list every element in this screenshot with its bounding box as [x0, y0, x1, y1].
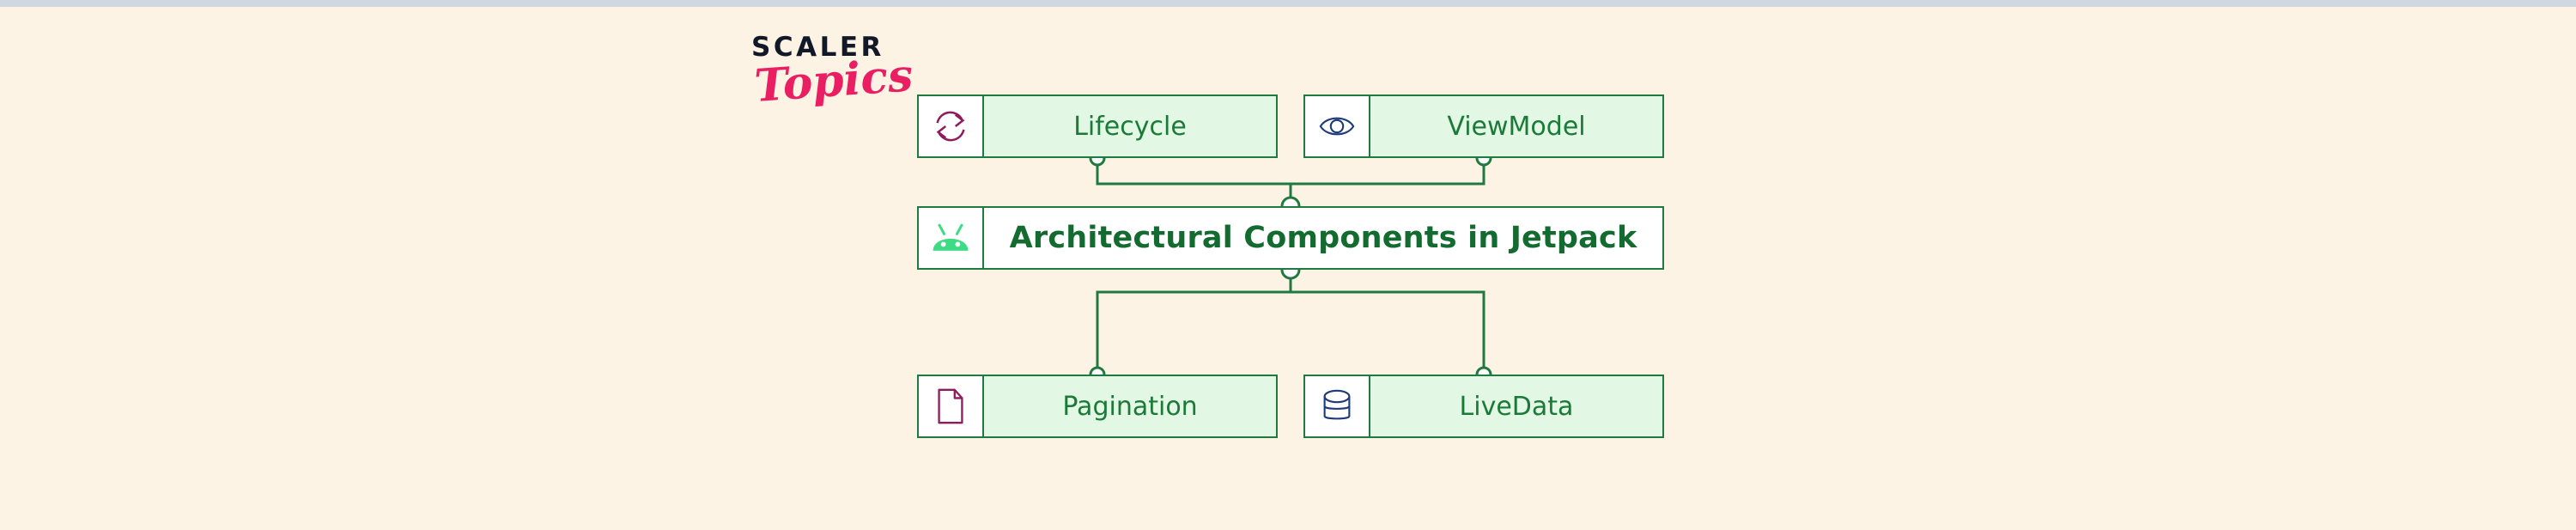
eye-icon [1305, 96, 1370, 156]
logo-wordmark-scaler: SCALER [751, 32, 884, 63]
top-edge-strip [0, 0, 2576, 7]
node-architectural-components[interactable]: Architectural Components in Jetpack [917, 206, 1664, 270]
node-label-architectural-components: Architectural Components in Jetpack [984, 208, 1662, 268]
refresh-cycle-icon [919, 96, 984, 156]
node-viewmodel[interactable]: ViewModel [1303, 94, 1664, 158]
node-label-livedata: LiveData [1370, 376, 1662, 436]
node-label-viewmodel: ViewModel [1370, 96, 1662, 156]
document-page-icon [919, 376, 984, 436]
android-robot-icon [919, 208, 984, 268]
jetpack-components-diagram: Lifecycle ViewModel [917, 94, 1664, 438]
scaler-topics-logo: SCALER Topics [751, 34, 949, 129]
database-cylinder-icon [1305, 376, 1370, 436]
node-livedata[interactable]: LiveData [1303, 375, 1664, 438]
node-label-lifecycle: Lifecycle [984, 96, 1276, 156]
node-lifecycle[interactable]: Lifecycle [917, 94, 1278, 158]
node-label-pagination: Pagination [984, 376, 1276, 436]
node-pagination[interactable]: Pagination [917, 375, 1278, 438]
